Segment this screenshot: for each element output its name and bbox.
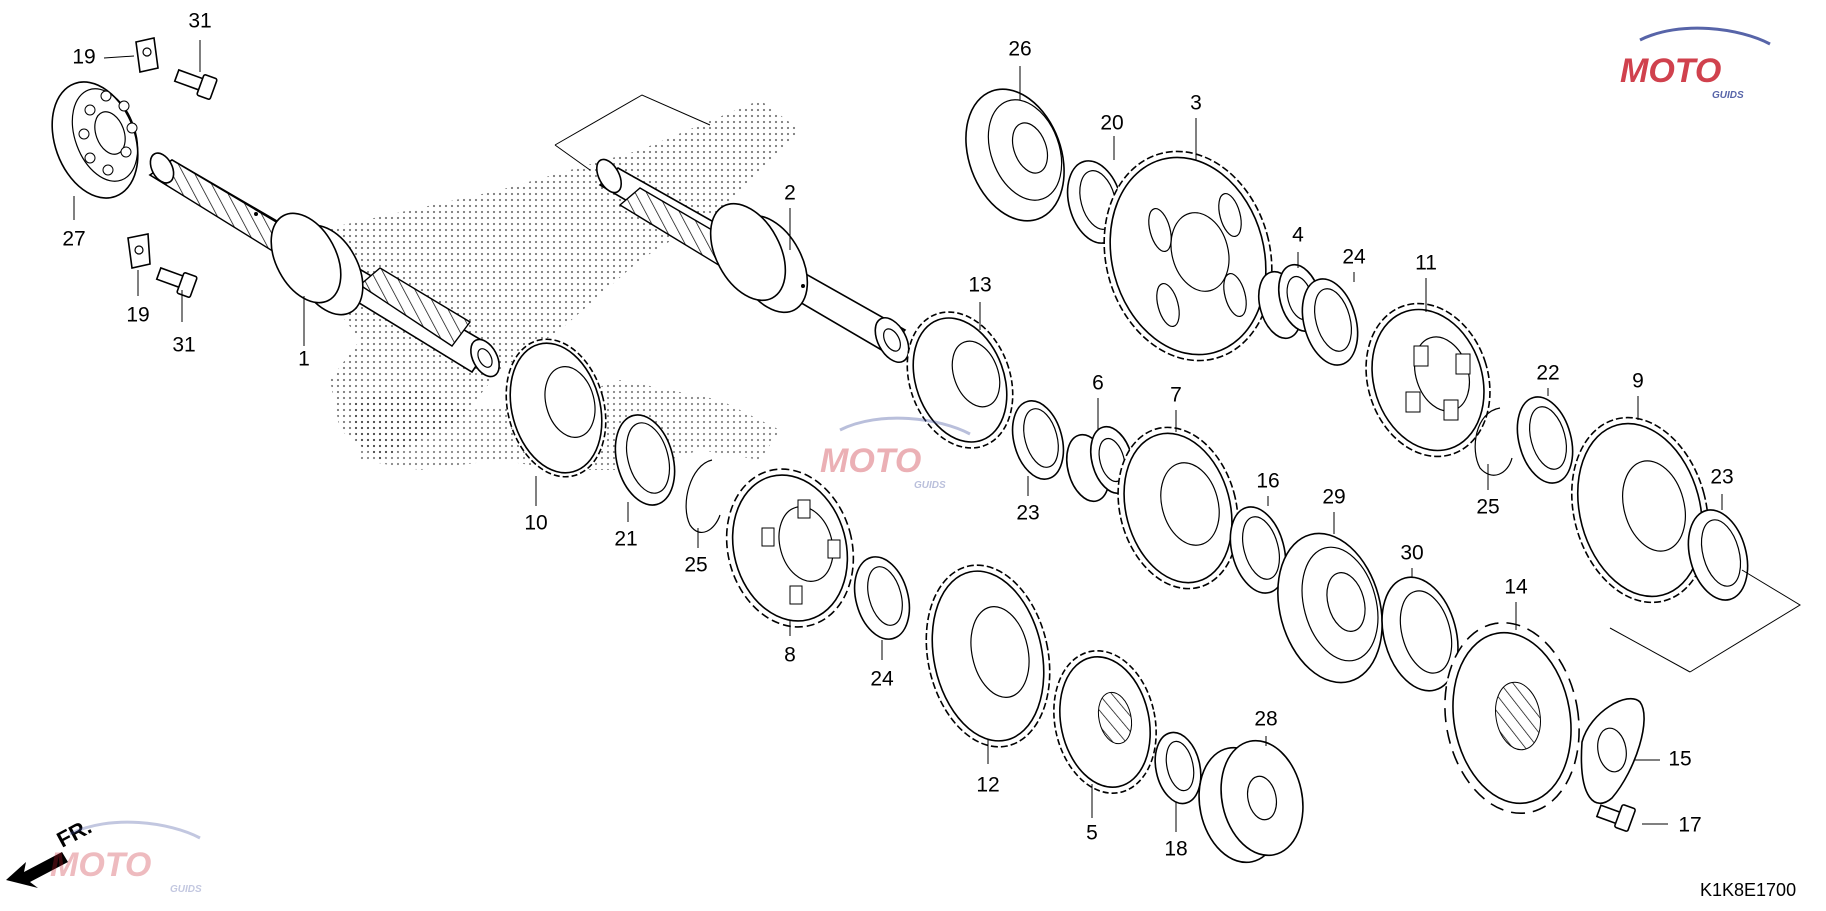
washer-18 xyxy=(1154,731,1202,805)
bolt-31-top xyxy=(173,68,218,100)
gear-3 xyxy=(1103,150,1273,362)
washer-21 xyxy=(614,414,676,506)
callout-5: 5 xyxy=(1086,822,1098,845)
bearing-28 xyxy=(1198,739,1304,864)
callout-23: 23 xyxy=(1710,466,1733,489)
callout-24: 24 xyxy=(870,668,894,691)
callout-20: 20 xyxy=(1100,112,1123,135)
gear-5 xyxy=(1053,650,1157,794)
svg-text:MOTO: MOTO xyxy=(820,442,921,480)
callout-19: 19 xyxy=(72,46,95,69)
callout-14: 14 xyxy=(1504,576,1528,599)
callout-27: 27 xyxy=(62,228,85,251)
callout-10: 10 xyxy=(524,512,547,535)
washer-16 xyxy=(1229,506,1287,594)
gear-8 xyxy=(725,468,855,628)
callout-18: 18 xyxy=(1164,838,1187,861)
gear-7 xyxy=(1117,426,1239,590)
callout-17: 17 xyxy=(1678,814,1701,837)
gear-12 xyxy=(925,564,1051,748)
callout-9: 9 xyxy=(1632,370,1644,393)
gear-10 xyxy=(505,338,607,478)
callout-31: 31 xyxy=(172,334,195,357)
countershaft xyxy=(595,158,910,363)
callout-6: 6 xyxy=(1092,372,1104,395)
callout-23: 23 xyxy=(1016,502,1039,525)
callout-3: 3 xyxy=(1190,92,1202,115)
callout-labels: 31 19 27 19 31 1 2 10 21 25 8 24 13 26 2… xyxy=(62,10,1733,861)
callout-16: 16 xyxy=(1256,470,1279,493)
callout-21: 21 xyxy=(614,528,637,551)
callout-25: 25 xyxy=(1476,496,1499,519)
seal-30 xyxy=(1381,576,1459,692)
bearing-27 xyxy=(51,81,139,199)
callout-2: 2 xyxy=(784,182,796,205)
assembly-bracket-lines xyxy=(554,94,1801,673)
callout-8: 8 xyxy=(784,644,796,667)
callout-30: 30 xyxy=(1400,542,1423,565)
callout-24: 24 xyxy=(1342,246,1366,269)
watermark-logo-center: MOTO GUIDS xyxy=(820,416,971,491)
circlip-25-right xyxy=(1474,407,1513,476)
callout-29: 29 xyxy=(1322,486,1345,509)
callout-31: 31 xyxy=(188,10,211,33)
plate-15 xyxy=(1580,697,1645,805)
svg-text:MOTO: MOTO xyxy=(50,846,151,884)
svg-text:GUIDS: GUIDS xyxy=(170,884,202,895)
washer-24-lower xyxy=(853,556,911,640)
gear-11 xyxy=(1365,302,1491,458)
callout-4: 4 xyxy=(1292,224,1304,247)
bearing-26 xyxy=(965,88,1065,222)
washer-23-right xyxy=(1687,509,1749,601)
plate-19-bottom xyxy=(127,233,151,269)
watermark-logo-bottom-left: MOTO GUIDS xyxy=(50,820,202,895)
callout-25: 25 xyxy=(684,554,707,577)
callout-13: 13 xyxy=(968,274,991,297)
bearing-29 xyxy=(1277,532,1383,684)
plate-19-top xyxy=(135,37,159,73)
callout-11: 11 xyxy=(1415,252,1437,275)
callout-15: 15 xyxy=(1668,748,1691,771)
diagram-code: K1K8E1700 xyxy=(1700,880,1796,900)
circlip-25-left xyxy=(685,459,721,533)
watermark-logo-top: MOTO GUIDS xyxy=(1620,26,1771,101)
callout-12: 12 xyxy=(976,774,999,797)
svg-text:MOTO: MOTO xyxy=(1620,52,1721,90)
mainshaft xyxy=(148,152,500,378)
bolt-31-bottom xyxy=(155,266,198,298)
svg-text:GUIDS: GUIDS xyxy=(1712,90,1744,101)
callout-26: 26 xyxy=(1008,38,1031,61)
callout-28: 28 xyxy=(1254,708,1277,731)
callout-1: 1 xyxy=(298,348,310,371)
callout-19: 19 xyxy=(126,304,149,327)
leader-lines xyxy=(73,40,1723,832)
callout-22: 22 xyxy=(1536,362,1559,385)
washer-22 xyxy=(1516,396,1574,484)
washer-24-upper xyxy=(1301,278,1359,366)
sprocket-14 xyxy=(1444,621,1580,815)
bolt-17 xyxy=(1595,804,1636,832)
gear-13 xyxy=(906,311,1014,449)
svg-text:GUIDS: GUIDS xyxy=(914,480,946,491)
gear-9 xyxy=(1570,416,1710,604)
callout-7: 7 xyxy=(1170,384,1182,407)
washer-23-left xyxy=(1011,400,1065,480)
